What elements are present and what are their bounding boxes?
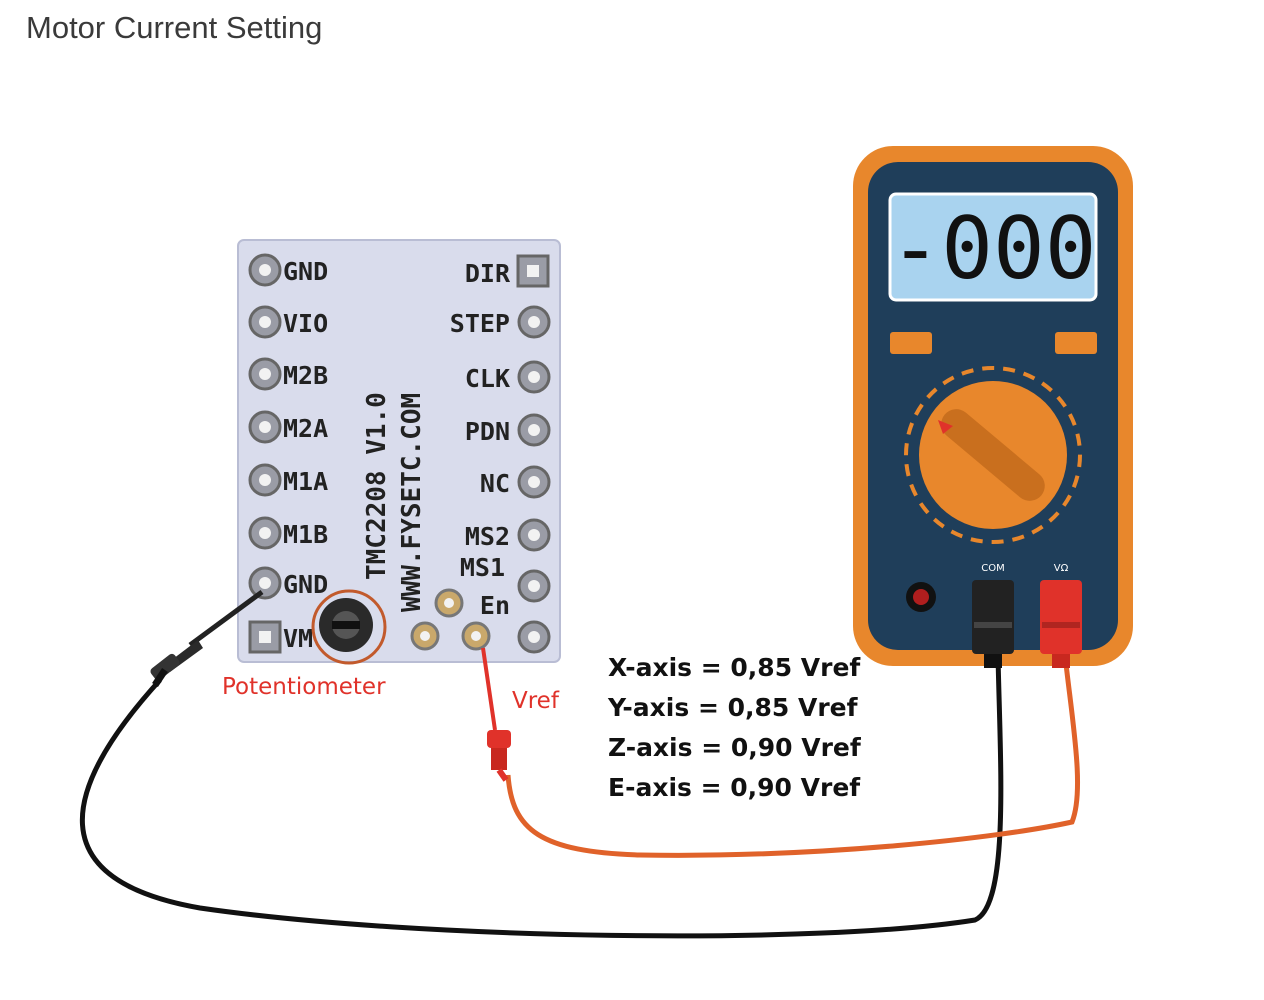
potentiometer [311, 589, 387, 665]
pin-label-left: M1B [283, 520, 328, 549]
potentiometer-label: Potentiometer [222, 674, 386, 700]
pin-label-left: GND [283, 257, 328, 286]
board-url-text: WWW.FYSETC.COM [397, 393, 427, 612]
com-plug [972, 580, 1014, 654]
pin-label-right: MS2 [465, 522, 510, 551]
pin-label-right: STEP [450, 309, 510, 338]
pin-label-right: DIR [465, 259, 511, 288]
multimeter: -000 COM VΩ [853, 146, 1133, 668]
multimeter-lcd [888, 192, 1098, 302]
pin-label-left: VIO [283, 309, 328, 338]
pin-label-left: M2A [283, 414, 328, 443]
port-com-label: COM [981, 563, 1004, 574]
pin-label-right: MS1 [460, 553, 505, 582]
stepper-driver-board: GND VIO M2B M2A M1A M1B GND VM DIR STEP … [237, 239, 561, 665]
v-plug [1040, 580, 1082, 654]
black-probe [150, 589, 264, 687]
axis-vref-item: E-axis = 0,90 Vref [608, 773, 861, 802]
pin-label-right: PDN [465, 417, 510, 446]
multimeter-button-left[interactable] [890, 332, 932, 354]
axis-vref-item: X-axis = 0,85 Vref [608, 653, 861, 682]
page-title: Motor Current Setting [26, 10, 323, 45]
pin-label-right: En [480, 591, 510, 620]
pin-label-left: GND [283, 570, 328, 599]
axis-vref-item: Y-axis = 0,85 Vref [608, 693, 858, 722]
axis-vref-list: X-axis = 0,85 Vref Y-axis = 0,85 Vref Z-… [608, 648, 861, 808]
pin-label-right: NC [480, 469, 510, 498]
right-pin-pads [516, 254, 551, 654]
port-v-label: VΩ [1054, 563, 1069, 574]
black-test-lead [79, 654, 1004, 939]
board-model-text: TMC2208 V1.0 [362, 392, 392, 580]
lcd-readout: -000 [889, 199, 1096, 299]
left-pin-pads [248, 253, 282, 654]
multimeter-button-right[interactable] [1055, 332, 1097, 354]
red-probe [481, 647, 511, 782]
vref-label: Vref [512, 688, 560, 714]
pin-label-left: M2B [283, 361, 328, 390]
pin-label-right: CLK [465, 364, 510, 393]
pin-label-left: M1A [283, 467, 328, 496]
pin-label-left: VM [283, 624, 313, 653]
jack-icon [913, 589, 929, 605]
axis-vref-item: Z-axis = 0,90 Vref [608, 733, 861, 762]
orange-test-lead [505, 654, 1081, 858]
